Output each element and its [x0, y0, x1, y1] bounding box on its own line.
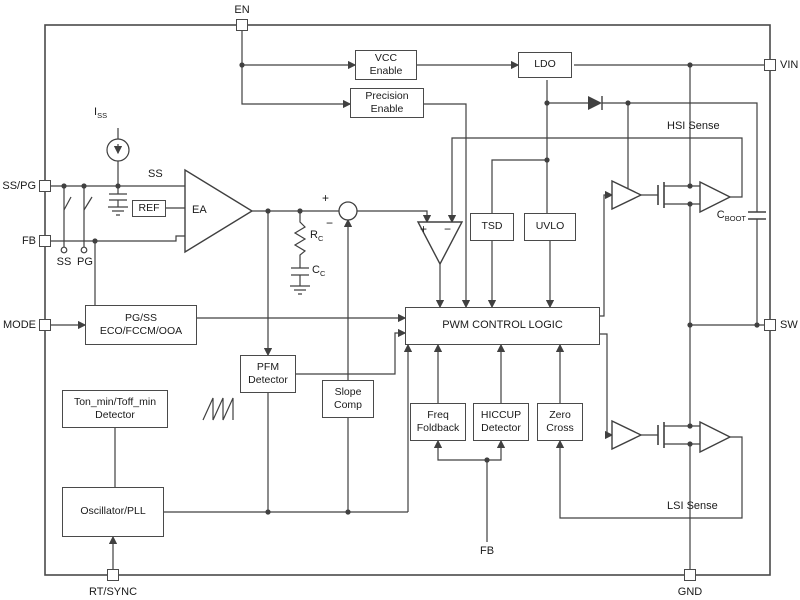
block-pg-ss-eco-fccm-ooa: PG/SS ECO/FCCM/OOA	[85, 305, 197, 345]
wire-switch-blade-ss	[63, 196, 72, 211]
block-ldo: LDO	[518, 52, 572, 78]
wire-sum-to-comparator	[357, 210, 432, 224]
block-slope-comp: Slope Comp	[322, 380, 374, 418]
cboot-capacitor	[748, 211, 766, 220]
label-comp-minus: −	[444, 222, 452, 236]
error-amplifier-triangle	[184, 168, 254, 254]
pin-label-sw: SW	[780, 319, 798, 331]
ls-gate-driver-triangle	[611, 419, 643, 451]
label-rc: RC	[310, 229, 324, 244]
label-cc: CC	[312, 264, 326, 279]
pin-fb-terminal	[39, 235, 51, 247]
wire-pfm-to-pwm	[296, 328, 407, 375]
wire-precen-to-pwm	[424, 103, 471, 309]
pwm-comparator-triangle	[416, 221, 464, 266]
block-oscillator-pll: Oscillator/PLL	[62, 487, 164, 537]
ls-mosfet	[657, 422, 665, 448]
block-pfm-detector: PFM Detector	[240, 355, 296, 393]
block-tsd: TSD	[470, 213, 514, 241]
label-sum-minus: −	[326, 216, 334, 230]
block-uvlo: UVLO	[524, 213, 576, 241]
label-iss: ISS	[94, 106, 108, 121]
pin-sspg-terminal	[39, 180, 51, 192]
pin-label-gnd: GND	[677, 586, 703, 598]
pin-label-en: EN	[234, 4, 250, 16]
label-fb-bottom: FB	[479, 545, 495, 557]
wire-fb-to-hiccup	[487, 439, 506, 461]
block-precision-enable: Precision Enable	[350, 88, 424, 118]
pin-en-terminal	[236, 19, 248, 31]
wire-pwm-to-hs-driver	[600, 190, 614, 317]
wire-boot-2	[602, 102, 758, 212]
sawtooth-waveform-icon	[202, 397, 234, 421]
label-ea: EA	[192, 204, 207, 216]
label-sum-plus: +	[322, 191, 330, 205]
label-lsi-sense: LSI Sense	[667, 500, 718, 512]
block-zero-cross: Zero Cross	[537, 403, 583, 441]
label-hsi-sense: HSI Sense	[667, 120, 720, 132]
pin-label-rtsync: RT/SYNC	[88, 586, 138, 598]
pin-mode-terminal	[39, 319, 51, 331]
block-ton-toff-detector: Ton_min/Toff_min Detector	[62, 390, 168, 428]
label-pg-switch: PG	[77, 256, 93, 268]
wire-hsi-sense	[447, 137, 743, 224]
label-comp-plus: +	[420, 222, 428, 236]
switch-contacts	[60, 246, 88, 254]
block-pwm-control-logic: PWM CONTROL LOGIC	[405, 307, 600, 345]
pin-gnd-terminal	[684, 569, 696, 581]
pin-rtsync-terminal	[107, 569, 119, 581]
block-freq-foldback: Freq Foldback	[410, 403, 466, 441]
iss-current-source	[106, 138, 130, 162]
wire-fb-to-ea	[51, 235, 185, 242]
pin-sw-terminal	[764, 319, 776, 331]
pin-label-vin: VIN	[780, 59, 799, 71]
pin-vin-terminal	[764, 59, 776, 71]
junction-dots	[61, 62, 760, 515]
block-vcc-enable: VCC Enable	[355, 50, 417, 80]
wire-pwm-to-ls-driver	[600, 333, 614, 440]
label-ss-switch: SS	[56, 256, 72, 268]
block-ref: REF	[132, 200, 166, 217]
label-ss-wire: SS	[148, 168, 163, 180]
ic-border	[44, 24, 771, 576]
wire-lsi-sense	[555, 436, 743, 519]
boot-diode	[588, 96, 603, 110]
pin-label-fb: FB	[21, 235, 36, 247]
ls-current-sense-amp-triangle	[699, 420, 732, 454]
hs-current-sense-amp-triangle	[699, 180, 732, 214]
block-hiccup-detector: HICCUP Detector	[473, 403, 529, 441]
compensation-network	[290, 211, 310, 295]
wire-to-tsd	[491, 159, 547, 213]
wire-en-to-precision-enable	[241, 31, 352, 109]
hs-mosfet	[657, 182, 665, 208]
pin-label-mode: MODE	[3, 319, 36, 331]
wire-fb-to-foldback	[433, 439, 487, 461]
hs-gate-driver-triangle	[611, 179, 643, 211]
pin-label-sspg: SS/PG	[2, 180, 36, 192]
summing-junction	[338, 201, 358, 221]
label-cboot: CBOOT	[716, 209, 746, 224]
ss-capacitor-and-ground	[108, 186, 128, 216]
wire-switch-blade-pg	[83, 196, 93, 211]
